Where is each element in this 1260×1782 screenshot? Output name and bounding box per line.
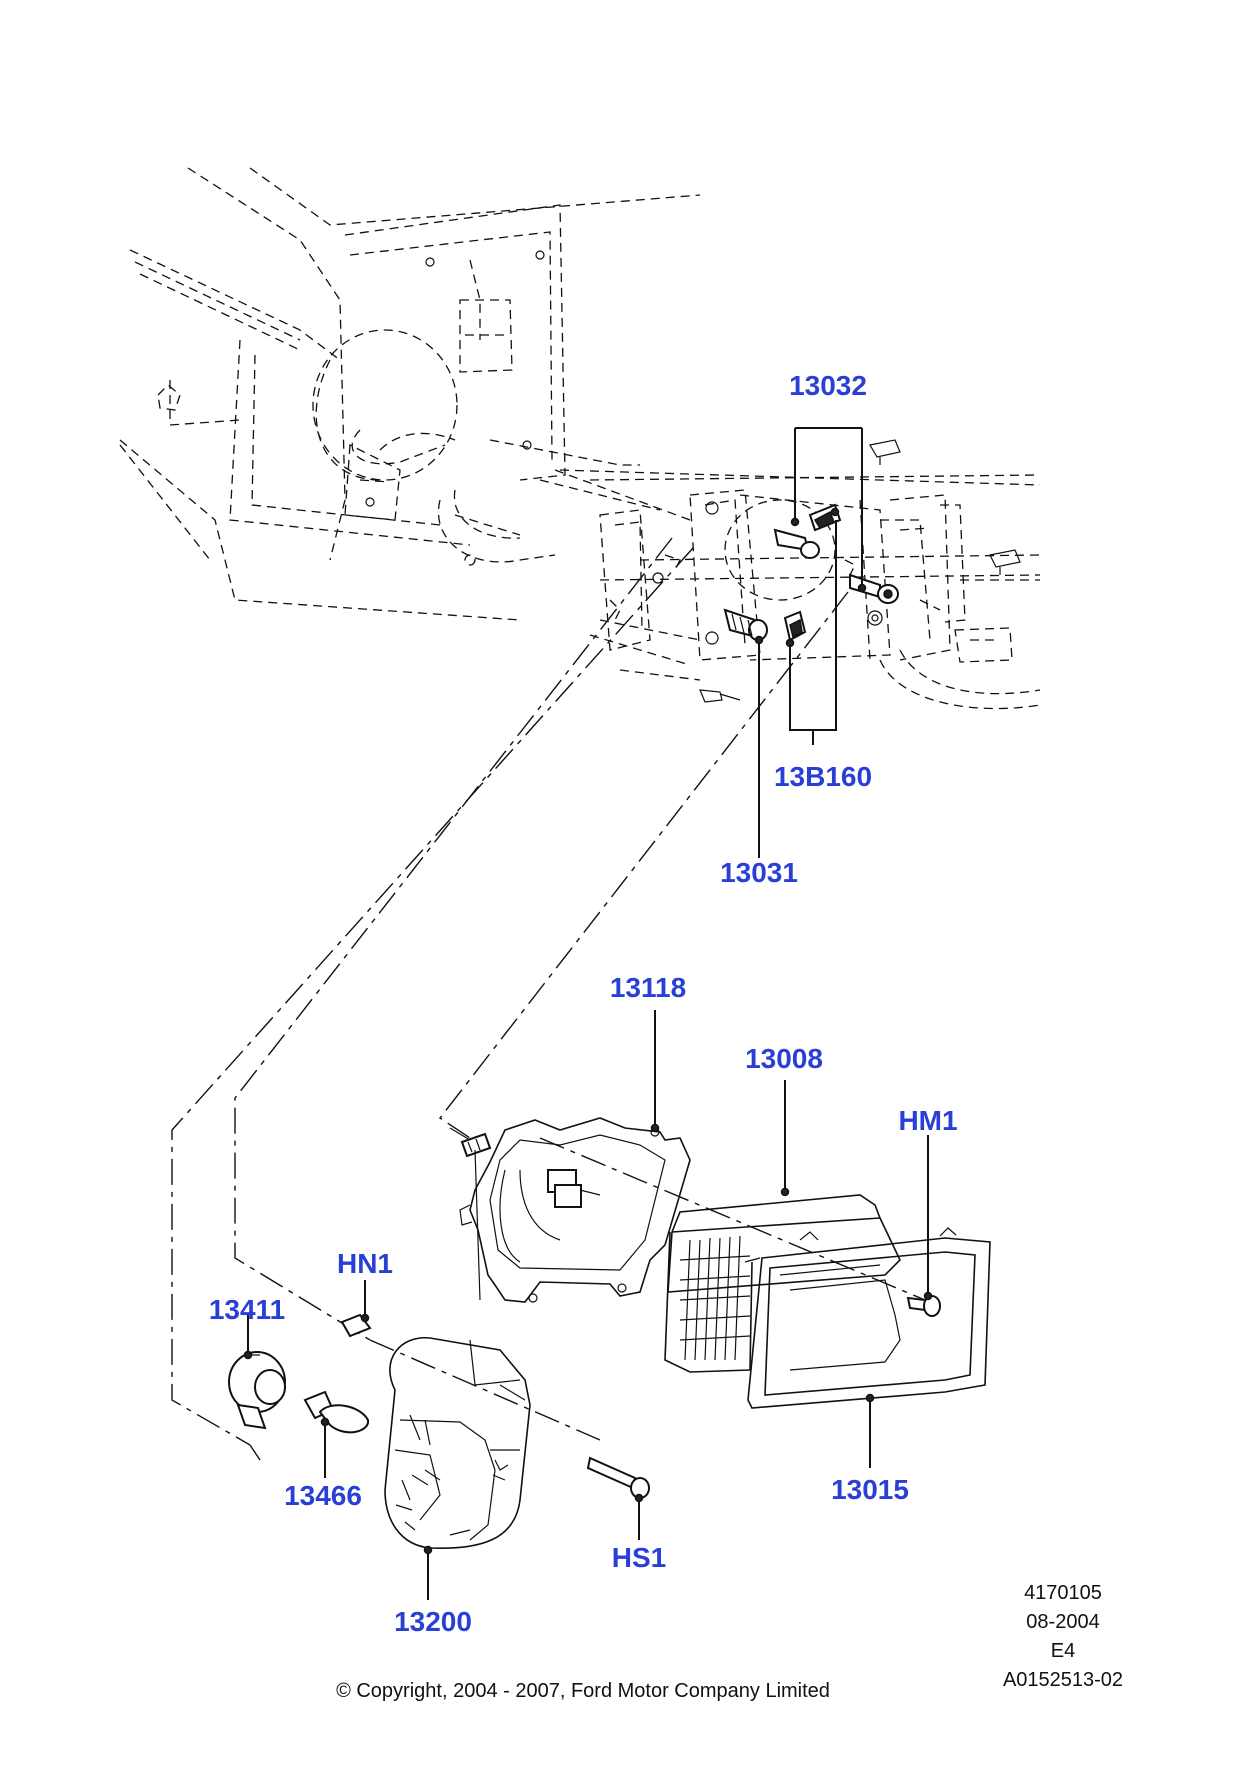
alignment-lines [171,537,926,1461]
drawing-reference: A0152513-02 [1002,1669,1124,1691]
hm1-screw [906,1295,941,1317]
bulb-holder [228,1351,286,1430]
headlamp-housing [449,1117,691,1303]
callout-13008[interactable]: 13008 [745,1043,823,1074]
callout-hm1[interactable]: HM1 [898,1105,958,1136]
lens-grid [679,1235,751,1361]
vehicle-front-structure [119,167,701,621]
callout-hn1[interactable]: HN1 [336,1248,394,1279]
callout-13118[interactable]: 13118 [609,972,687,1003]
callout-13466[interactable]: 13466 [284,1480,362,1511]
drawing-number: 4170105 [1024,1582,1102,1604]
bulb [303,1390,370,1434]
side-marker-lamp [384,1337,531,1550]
lamp-mounting-panel [559,439,1041,710]
copyright-notice: © Copyright, 2004 - 2007, Ford Motor Com… [336,1680,830,1702]
callout-leaders [247,427,929,1600]
callout-13b160[interactable]: 13B160 [773,761,873,792]
callout-dots [243,517,933,1555]
callout-13015[interactable]: 13015 [831,1474,909,1505]
callout-hs1[interactable]: HS1 [611,1542,667,1573]
callout-13200[interactable]: 13200 [394,1606,472,1637]
drawing-date: 08-2004 [1026,1611,1100,1633]
drawing-revision: E4 [1050,1640,1076,1662]
headlamp-bezel [744,1227,991,1409]
callout-13032[interactable]: 13032 [789,370,867,401]
sealed-beam-lamp [664,1194,901,1373]
callout-13031[interactable]: 13031 [720,857,798,888]
adjuster-hardware [723,503,899,648]
hs1-screw [586,1456,650,1499]
callout-13411[interactable]: 13411 [208,1294,286,1325]
